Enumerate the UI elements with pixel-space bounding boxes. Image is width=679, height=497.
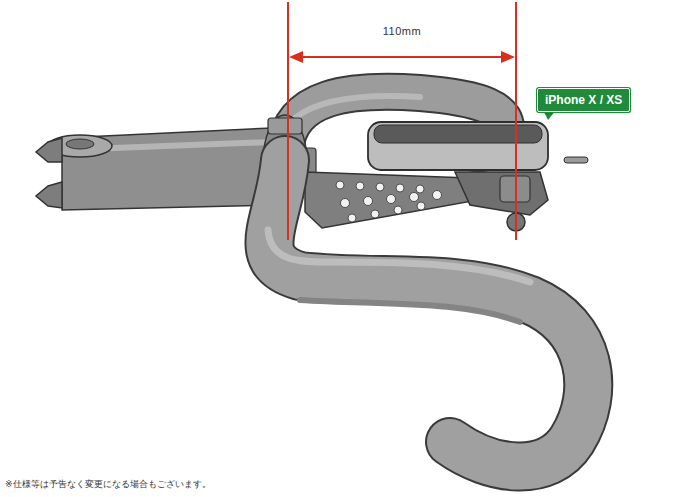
callout-text: iPhone X / XS (545, 93, 622, 107)
mount-arm (305, 172, 548, 231)
dimension-label: 110mm (381, 25, 423, 37)
callout-box: iPhone X / XS (537, 88, 630, 112)
phone (368, 122, 588, 170)
handlebar-lower (268, 160, 588, 467)
dimension-lines (288, 2, 516, 240)
footnote: ※仕様等は予告なく変更になる場合もございます。 (5, 478, 211, 491)
